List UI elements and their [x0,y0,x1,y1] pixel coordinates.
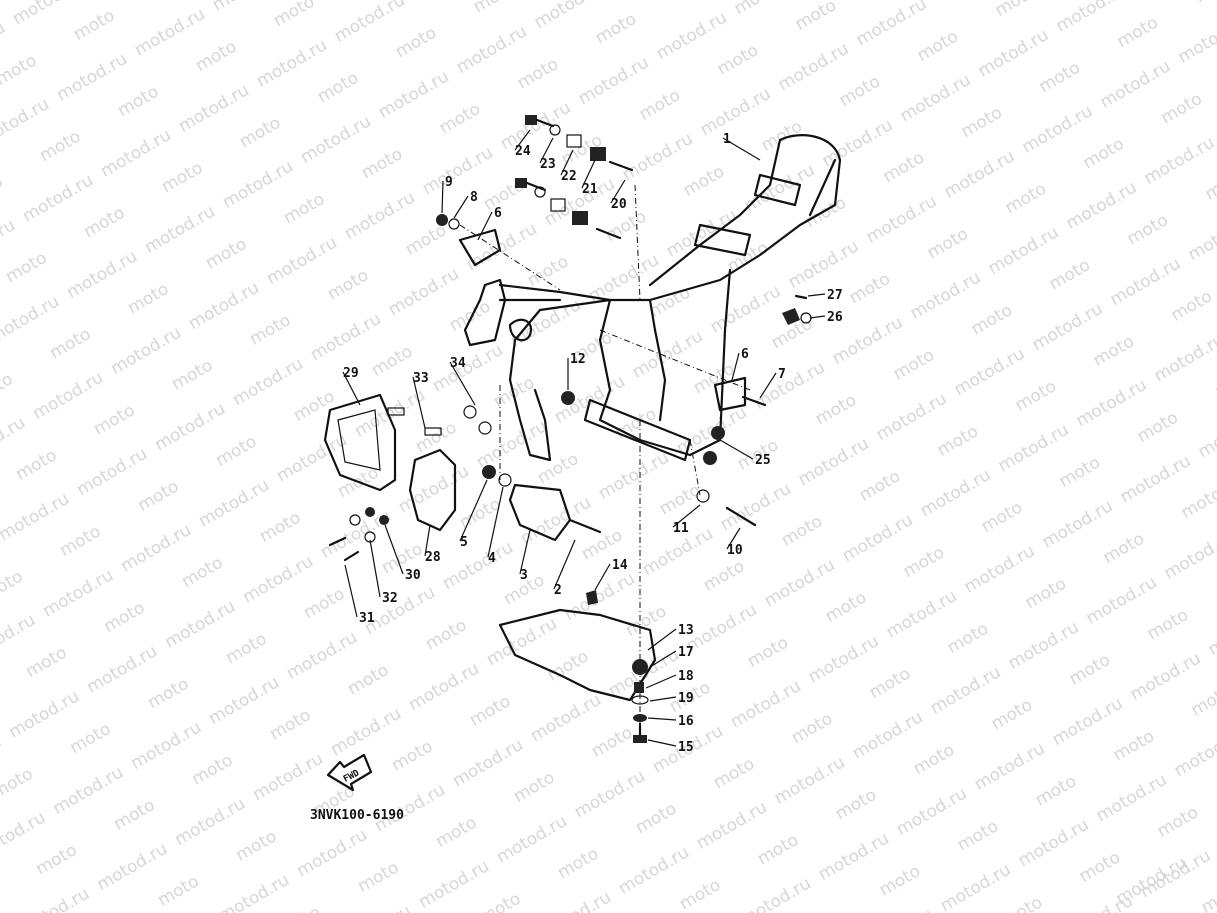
frame-drawing [463,134,842,462]
leader-line [412,376,426,429]
callout-label: 30 [405,568,421,583]
leader-line [487,486,504,558]
leader-line [449,361,476,406]
callout-label: 19 [678,691,694,706]
callout-label: 34 [450,356,466,371]
leader-line [726,527,741,550]
leader-line [672,504,701,528]
leader-line [645,674,677,689]
leader-line [519,529,531,575]
callout-label: 28 [425,550,441,565]
leader-line [647,739,677,747]
callout-label: 6 [494,206,502,221]
leader-line [453,195,469,219]
leader-line [560,149,574,176]
callout-label: 14 [612,558,628,573]
callout-label: 29 [343,366,359,381]
engine-bracket [508,483,572,542]
callout-label: 23 [540,157,556,172]
side-cover-grille [337,409,381,471]
callout-label: 17 [678,645,694,660]
callout-label: 26 [827,310,843,325]
skid-plate [498,608,657,702]
leader-line [369,539,381,598]
plate-rear [713,376,747,412]
leader-line [459,479,488,542]
callout-label: 22 [561,169,577,184]
callout-label: 5 [460,535,468,550]
side-cover-right [408,448,457,532]
leader-line [647,717,677,721]
callout-label: 9 [445,175,453,190]
callout-label: 21 [582,182,598,197]
leader-line [807,293,826,297]
callout-label: 18 [678,669,694,684]
callout-label: 3 [520,568,528,583]
callout-label: 27 [827,288,843,303]
center-lines [459,184,751,740]
callout-label: 7 [778,367,786,382]
callout-label: 4 [488,551,496,566]
callout-label: 13 [678,623,694,638]
leader-line [647,628,677,651]
leader-lines [342,129,826,747]
fwd-arrow-icon: FWD [326,753,373,792]
callout-label: 20 [611,197,627,212]
plate-upper [458,228,502,267]
leader-line [759,372,777,399]
leader-line [441,180,444,214]
hardware-parts [328,115,812,743]
leader-line [477,211,493,241]
leader-line [424,524,431,557]
leader-line [594,563,611,591]
leader-line [581,159,596,189]
leader-line [539,137,554,164]
callout-label: 24 [515,144,531,159]
callout-label: 25 [755,453,771,468]
leader-line [553,539,576,590]
leader-line [342,371,361,406]
callout-label: 8 [470,190,478,205]
side-cover-left [323,393,397,492]
callout-label: 33 [413,371,429,386]
diagram-code: 3NVK100-6190 [310,808,404,823]
callout-label: 12 [570,352,586,367]
leader-line [719,439,754,460]
callout-label: 11 [673,521,689,536]
leader-line [384,524,404,575]
leader-line [722,137,761,161]
callout-label: 32 [382,591,398,606]
callout-label: 6 [741,347,749,362]
leader-line [809,315,826,319]
leader-line [514,129,531,151]
leader-line [649,650,677,668]
callout-label: 15 [678,740,694,755]
leader-line [344,564,358,618]
callout-label: 31 [359,611,375,626]
callout-label: 2 [554,583,562,598]
callout-label: 16 [678,714,694,729]
leader-line [610,179,626,204]
callout-label: 10 [727,543,743,558]
leader-line [731,352,740,381]
callout-label: 1 [723,132,731,147]
leader-line [649,696,677,702]
